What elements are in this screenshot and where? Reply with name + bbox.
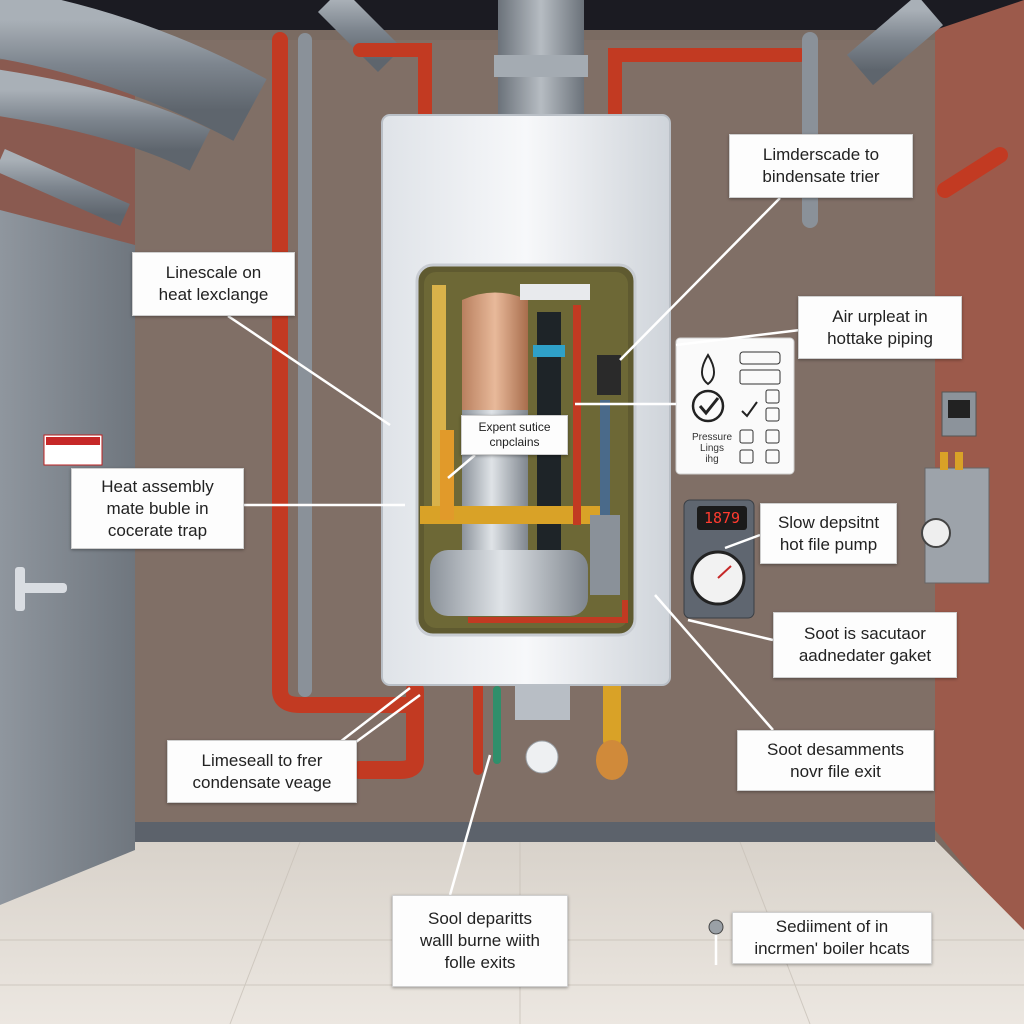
pressure-gauge-box [921, 452, 990, 584]
gauge-digital-readout: 1879 [697, 506, 747, 530]
pipes [272, 32, 1008, 779]
flue-outlet [515, 685, 570, 720]
baseboard [135, 822, 935, 842]
door [0, 210, 135, 905]
leader-lines [227, 197, 801, 965]
flame-icon [701, 353, 715, 386]
heat-exchanger [462, 292, 528, 420]
valve-knob [525, 740, 559, 774]
pin-icon [708, 919, 724, 935]
checkmark-icon [698, 397, 720, 416]
valve-fitting [596, 740, 628, 780]
condensate-trap [430, 550, 588, 616]
checklist-text: Pressure Lings ihg [691, 432, 732, 465]
wall-controller [941, 391, 977, 437]
